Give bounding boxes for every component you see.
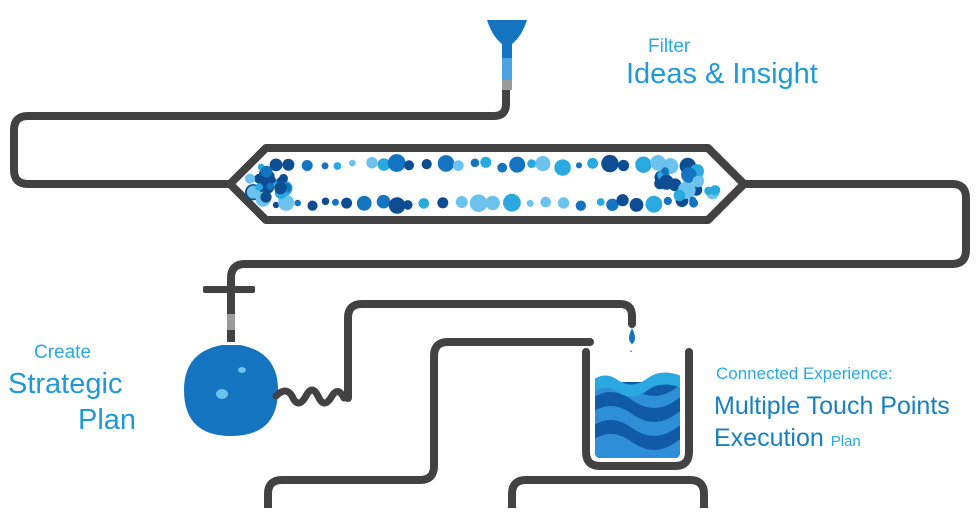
- bubble: [279, 173, 288, 183]
- bubble: [509, 156, 526, 173]
- bubble: [349, 159, 356, 167]
- bubble: [480, 156, 492, 168]
- funnel-icon: [487, 20, 527, 90]
- valve-icon: [203, 286, 255, 342]
- bubble: [377, 158, 391, 171]
- bubble: [645, 195, 663, 213]
- bubble: [650, 155, 666, 171]
- bubble: [366, 157, 378, 169]
- bubble: [332, 198, 339, 206]
- bubble: [244, 173, 256, 184]
- bubble: [294, 199, 302, 207]
- bubble-capsule-icon: [226, 144, 748, 224]
- bubble: [540, 196, 551, 208]
- pipe-lower-left: [264, 338, 594, 512]
- bubble: [575, 200, 586, 211]
- bubble: [587, 157, 598, 169]
- bubble: [469, 194, 488, 212]
- bubble: [388, 197, 406, 214]
- bubble: [301, 160, 313, 171]
- bubble: [616, 194, 629, 207]
- bubble: [254, 173, 264, 184]
- strategic-label: Strategic: [8, 368, 123, 400]
- bubble: [606, 198, 619, 211]
- bubble: [526, 199, 534, 207]
- bubble: [704, 186, 713, 196]
- bubble: [260, 191, 272, 203]
- bubble: [387, 154, 406, 172]
- bubble: [255, 183, 263, 191]
- bubble: [681, 167, 697, 183]
- bubble: [535, 156, 551, 172]
- pipe-capsule-to-flask: [227, 180, 970, 296]
- bubble: [497, 162, 508, 173]
- bubble: [376, 194, 391, 209]
- bubble: [421, 159, 432, 170]
- pipe-lower-right: [508, 476, 708, 512]
- bubble: [356, 195, 372, 211]
- filter-label: Filter: [648, 36, 691, 57]
- bubble: [661, 167, 669, 176]
- bubble: [269, 158, 283, 172]
- bubble: [268, 176, 276, 184]
- create-label: Create: [34, 342, 92, 363]
- pipe-flask-to-dropper: [344, 300, 636, 402]
- execution-label: Execution: [714, 424, 824, 452]
- plan-label: Plan: [78, 404, 137, 436]
- pipe-funnel-to-capsule: [10, 84, 510, 188]
- bubble: [437, 155, 455, 172]
- execution-plan-label: Execution Plan: [714, 424, 861, 453]
- bubble: [260, 165, 273, 178]
- bubble: [503, 193, 521, 212]
- touch-points-label: Multiple Touch Points: [714, 392, 950, 420]
- bubble: [266, 182, 274, 191]
- bubble: [403, 200, 413, 210]
- bubble: [333, 162, 342, 170]
- round-flask-icon: [184, 345, 278, 436]
- bubble: [692, 175, 704, 188]
- bubble: [418, 198, 430, 209]
- coil-pipe-icon: [272, 386, 348, 407]
- bubble: [554, 159, 571, 176]
- bubble: [485, 195, 500, 211]
- bubble: [341, 197, 353, 209]
- water-beaker-icon: [582, 348, 693, 470]
- execution-plan-small-label: Plan: [830, 433, 861, 450]
- bubble: [470, 158, 480, 168]
- bubble: [617, 159, 630, 172]
- bubble: [601, 154, 619, 173]
- ideas-insight-label: Ideas & Insight: [626, 58, 818, 90]
- bubble: [673, 189, 686, 202]
- bubble: [321, 197, 330, 206]
- bubble: [663, 196, 672, 206]
- connected-experience-label: Connected Experience:: [716, 364, 893, 383]
- bubble: [689, 196, 697, 204]
- bubble: [307, 200, 318, 211]
- bubble: [658, 174, 674, 190]
- bubble: [575, 162, 583, 169]
- bubble: [557, 197, 570, 209]
- bubble: [527, 159, 536, 169]
- bubble: [635, 156, 652, 173]
- bubble: [452, 160, 464, 172]
- bubble: [272, 201, 280, 209]
- bubble: [437, 197, 449, 209]
- pipe-network: [10, 84, 970, 512]
- bubble: [282, 158, 295, 171]
- bubble: [596, 198, 605, 206]
- bubble: [710, 185, 721, 196]
- bubble: [274, 181, 287, 195]
- bubble: [455, 196, 468, 208]
- bubble: [404, 160, 414, 171]
- bubble: [321, 162, 329, 170]
- bubble: [629, 198, 644, 212]
